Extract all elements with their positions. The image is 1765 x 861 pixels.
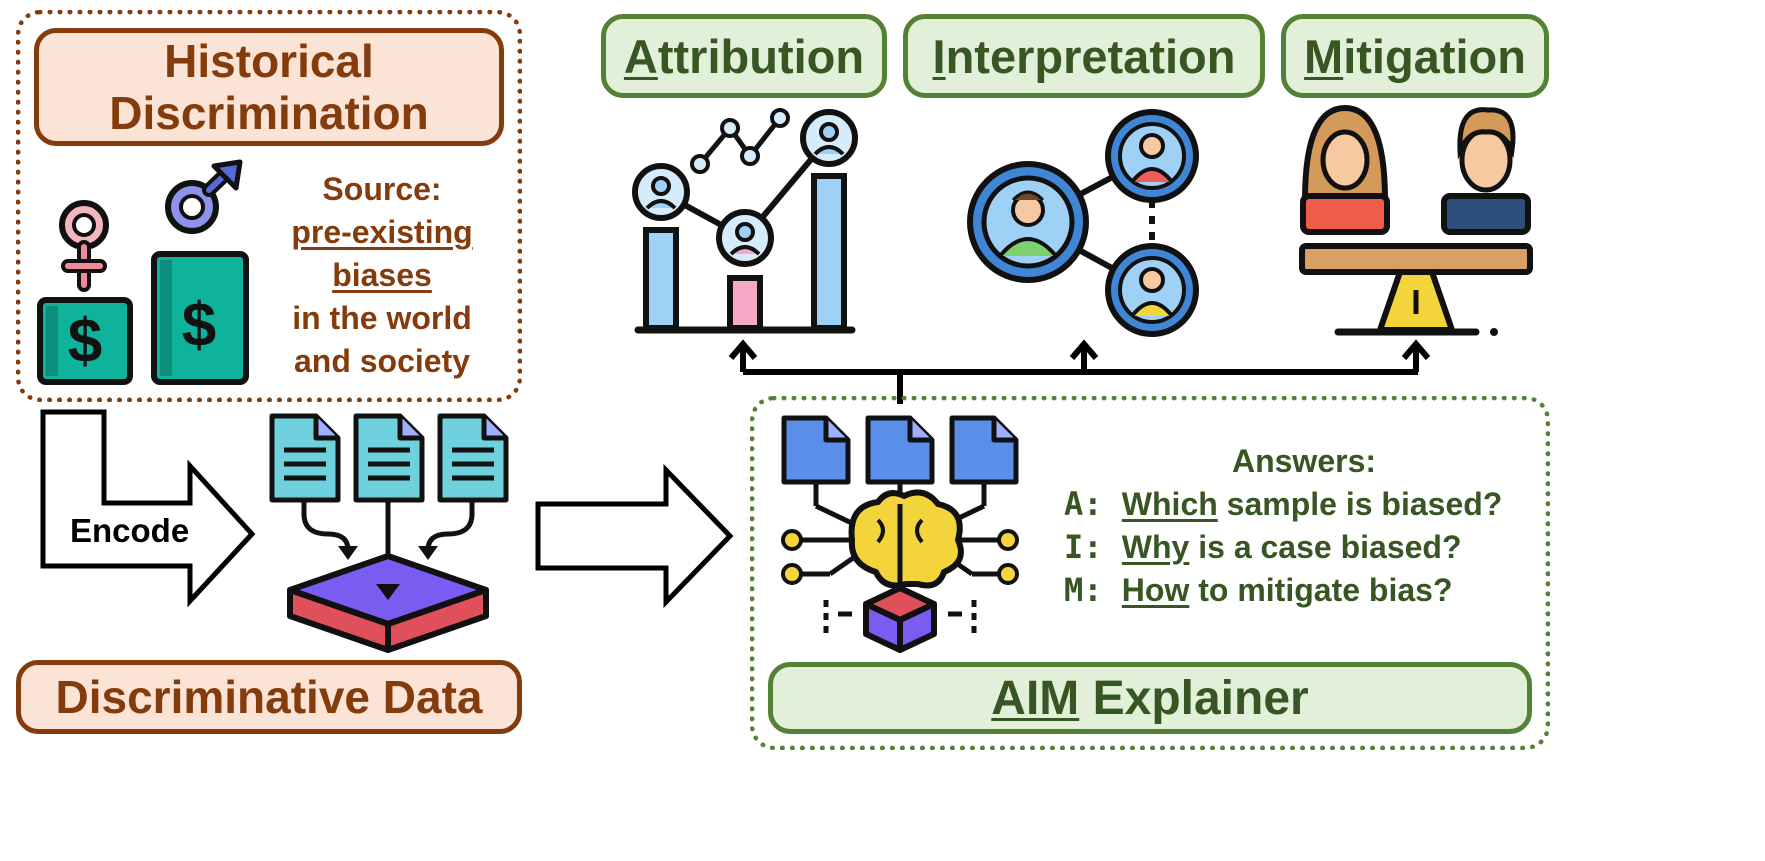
mitigation-initial: M: [1304, 29, 1344, 83]
historical-discrimination-title: Historical Discrimination: [34, 28, 504, 146]
source-line-4: and society: [293, 343, 471, 379]
source-text: Source: pre-existing biases in the world…: [262, 168, 502, 383]
explainer-connectors: [728, 339, 1431, 404]
explainer-rest: Explainer: [1079, 671, 1309, 725]
source-label: Source:: [322, 171, 442, 207]
doc-cyan-2-icon: [353, 413, 425, 503]
interpretation-initial: I: [932, 29, 946, 83]
encode-label: Encode: [70, 512, 190, 549]
database-block-icon: [287, 553, 489, 653]
doc-cyan-3-icon: [437, 413, 509, 503]
doc-blue-1-icon: [781, 415, 851, 485]
title-line-2: Discrimination: [109, 87, 429, 139]
attribution-initial: A: [623, 29, 658, 83]
discriminative-data-label: Discriminative Data: [16, 660, 522, 734]
answers-title: Answers:: [1231, 443, 1377, 479]
answer-mitigation: M: How to mitigate bias?: [1064, 571, 1453, 609]
historical-discrimination-group: [16, 10, 522, 402]
large-money-stack-icon: [151, 251, 249, 385]
title-line-1: Historical: [164, 35, 374, 87]
doc-cyan-1-icon: [269, 413, 341, 503]
source-line-3: in the world: [292, 300, 472, 336]
answers-block: Answers: A: Which sample is biased? I: W…: [1064, 440, 1524, 612]
dollar-sign-2: $: [181, 291, 217, 360]
answer-attribution: A: Which sample is biased?: [1064, 485, 1503, 523]
source-line-1: pre-existing: [291, 214, 473, 250]
interpretation-rest: nterpretation: [945, 29, 1236, 83]
interpretation-network-icon: [967, 109, 1199, 337]
attribution-rest: ttribution: [657, 29, 865, 83]
dollar-sign-1: $: [67, 307, 103, 376]
mitigation-balance-icon: [1299, 104, 1533, 336]
ai-brain-icon: [781, 415, 1019, 653]
source-line-2: biases: [332, 257, 432, 293]
doc-blue-3-icon: [949, 415, 1019, 485]
doc-blue-2-icon: [865, 415, 935, 485]
documents-to-database-icon: [269, 413, 509, 653]
male-symbol-icon: [165, 159, 243, 234]
female-symbol-icon: [59, 200, 109, 292]
aim-keyword: AIM: [991, 671, 1080, 725]
small-money-stack-icon: [37, 297, 133, 385]
data-to-explainer-arrow: [535, 463, 734, 609]
aim-explainer-label: AIM Explainer: [768, 662, 1532, 734]
attribution-chart-icon: [632, 108, 858, 334]
encode-arrow: [40, 409, 256, 608]
answer-interpretation: I: Why is a case biased?: [1064, 528, 1462, 566]
mitigation-rest: itigation: [1343, 29, 1526, 83]
aim-explainer-group: [750, 396, 1550, 750]
